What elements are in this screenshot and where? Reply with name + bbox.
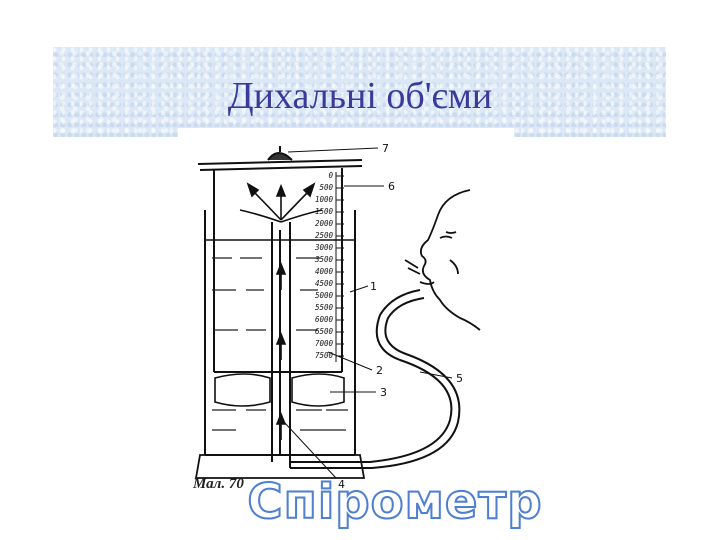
slide-subtitle: Спірометр — [246, 473, 543, 531]
scale-label: 6500 — [315, 327, 334, 336]
callout-labels: 7 6 1 2 3 4 5 — [338, 142, 463, 491]
callout-2: 2 — [376, 364, 383, 377]
spirometer-bell — [213, 168, 343, 373]
scale-label: 5500 — [315, 303, 334, 312]
scale-label: 2500 — [315, 231, 334, 240]
scale-label: 5000 — [315, 291, 334, 300]
callout-4: 4 — [338, 478, 345, 491]
scale-label: 6000 — [315, 315, 334, 324]
figure-card — [178, 128, 514, 500]
callout-leaders — [283, 147, 453, 479]
scale-label: 4000 — [315, 267, 334, 276]
water-level-lines — [212, 257, 348, 431]
airflow-arrows — [239, 182, 323, 440]
scale-label: 7000 — [315, 339, 334, 348]
callout-7: 7 — [382, 142, 389, 155]
scale-label: 1000 — [315, 195, 334, 204]
slide-title: Дихальні об'єми — [227, 75, 493, 117]
scale-label: 500 — [319, 183, 333, 192]
callout-1: 1 — [370, 280, 377, 293]
spirometer-lid — [197, 146, 363, 171]
callout-6: 6 — [388, 180, 395, 193]
scale-label: 1500 — [315, 207, 334, 216]
scale-label: 2000 — [315, 219, 334, 228]
person-profile — [404, 189, 481, 331]
scale-label: 3000 — [314, 243, 334, 252]
callout-3: 3 — [380, 386, 387, 399]
float-weight — [214, 373, 345, 407]
title-band — [53, 47, 666, 137]
scale-label: 7500 — [315, 351, 334, 360]
figure-caption: Мал. 70 — [193, 476, 244, 492]
scale-label: 0 — [328, 171, 333, 180]
breathing-hose — [289, 289, 461, 469]
scale-label: 4500 — [315, 279, 334, 288]
scale-labels: 0 500 1000 1500 2000 2500 3000 3500 4000… — [314, 171, 334, 360]
scale-label: 3500 — [314, 255, 334, 264]
callout-5: 5 — [456, 372, 463, 385]
